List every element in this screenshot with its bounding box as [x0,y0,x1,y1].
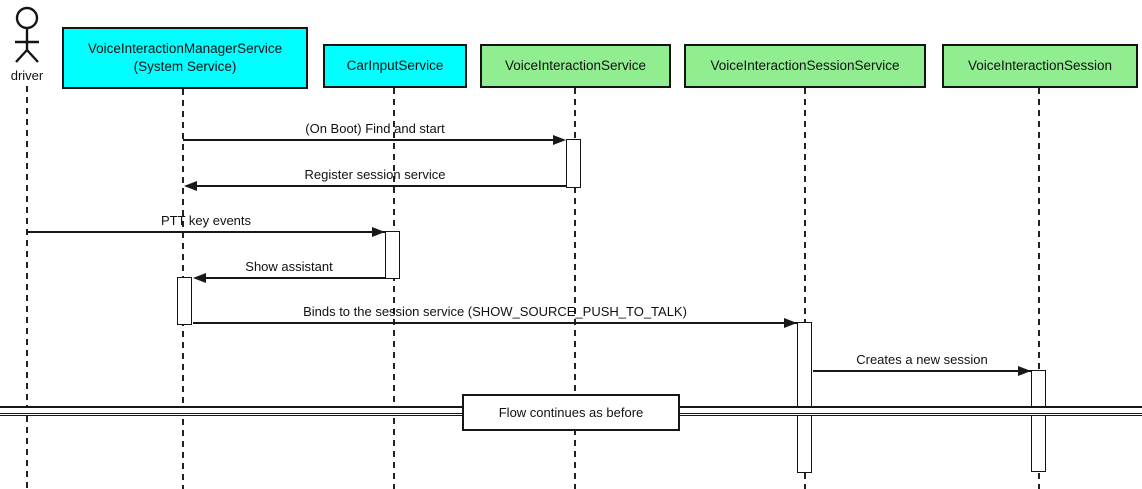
participant-label: VoiceInteractionSessionService [710,58,900,74]
message-label-ptt-key-events: PTT key events [160,213,252,228]
arrowhead-right-icon [553,135,566,145]
participant-label: VoiceInteractionManagerService [87,41,283,57]
arrowhead-right-icon [372,227,385,237]
participant-voiceinteractionmanagerservice: VoiceInteractionManagerService (System S… [62,27,308,89]
message-line [27,231,385,233]
message-line [186,185,566,187]
activation-bar-voiceinteractionmanagerservice [177,277,192,325]
lifeline-voiceinteractionsessionservice [804,88,806,489]
participant-carinputservice: CarInputService [323,44,467,88]
message-label-binds-to-session-service: Binds to the session service (SHOW_SOURC… [303,304,687,319]
message-line [195,277,385,279]
arrowhead-right-icon [784,318,797,328]
arrowhead-left-icon [184,181,197,191]
message-label-show-assistant: Show assistant [245,259,333,274]
activation-bar-voiceinteractionsession [1031,370,1046,472]
message-label-creates-a-new-session: Creates a new session [856,352,988,367]
participant-label: VoiceInteractionSession [967,58,1113,74]
participant-voiceinteractionsessionservice: VoiceInteractionSessionService [684,44,926,88]
participant-label: VoiceInteractionService [504,58,647,74]
actor-label: driver [10,68,44,83]
participant-sublabel: (System Service) [133,59,237,74]
message-line [813,370,1031,372]
participant-label: CarInputService [346,58,444,74]
lifeline-voiceinteractionservice [574,88,576,489]
message-label-register-session-service: Register session service [304,167,446,182]
actor-person-icon [15,6,39,63]
lifeline-driver [26,86,28,489]
divider-label: Flow continues as before [498,405,644,420]
arrowhead-right-icon [1018,366,1031,376]
lifeline-carinputservice [393,88,395,489]
lifeline-voiceinteractionsession [1038,88,1040,489]
activation-bar-voiceinteractionservice [566,139,581,188]
participant-voiceinteractionsession: VoiceInteractionSession [942,44,1138,88]
message-line [193,322,797,324]
message-label-on-boot-find-and-start: (On Boot) Find and start [305,121,445,136]
arrowhead-left-icon [193,273,206,283]
participant-voiceinteractionservice: VoiceInteractionService [480,44,671,88]
divider-label-box: Flow continues as before [462,394,680,431]
activation-bar-carinputservice [385,231,400,279]
message-line [183,139,558,141]
activation-bar-voiceinteractionsessionservice [797,322,812,473]
